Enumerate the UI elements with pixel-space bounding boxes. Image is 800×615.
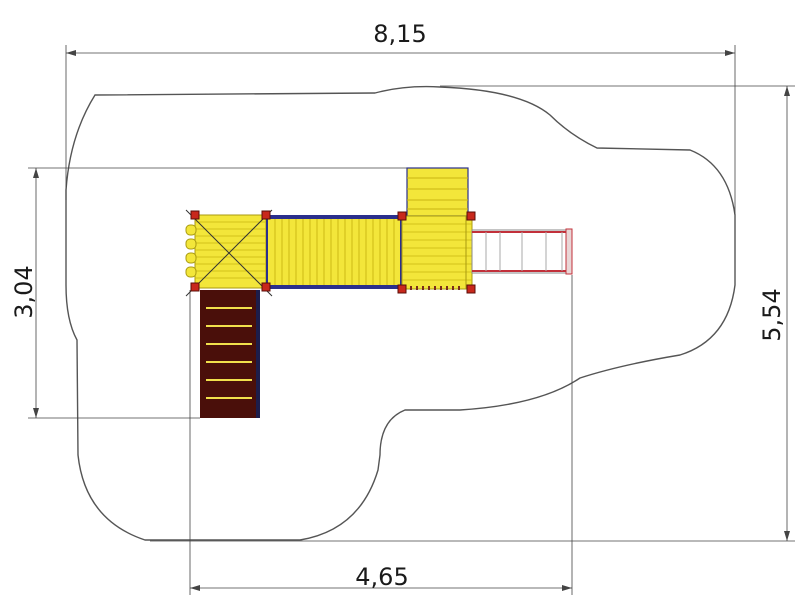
post	[190, 282, 200, 292]
post	[261, 210, 271, 220]
tower-right-railing-dots	[410, 286, 460, 290]
arrow-head-right	[725, 50, 735, 56]
play-structure	[185, 167, 573, 418]
tower-left	[185, 209, 273, 297]
post	[190, 210, 200, 220]
posts	[190, 210, 476, 294]
arrow-head-bottom	[784, 531, 790, 541]
post	[397, 211, 407, 221]
safety-zone-outline	[65, 85, 736, 541]
arrow-head-left	[66, 50, 76, 56]
arrow-head-top	[784, 86, 790, 96]
bridge	[266, 215, 402, 289]
upper-steps	[406, 167, 469, 217]
dimension-label-footprint-depth: 3,04	[10, 265, 38, 318]
climbing-wall-grips	[185, 224, 197, 278]
arrow-head-left	[190, 585, 200, 591]
arrow-head-top	[33, 168, 39, 178]
tower-right-deck	[401, 215, 473, 290]
dimension-footprint-depth: 3,04	[10, 167, 408, 419]
dimension-total-width: 8,15	[65, 20, 736, 215]
slide-exit-cap	[565, 228, 573, 275]
post	[466, 211, 476, 221]
post	[261, 282, 271, 292]
tower-right	[401, 167, 473, 290]
slide-section-lines	[485, 232, 563, 271]
ladder-rungs	[206, 307, 252, 399]
dimension-footprint-width: 4,65	[189, 275, 573, 595]
bridge-planks	[274, 219, 395, 285]
ladder-body	[200, 290, 258, 418]
slide	[471, 228, 573, 275]
post	[466, 284, 476, 294]
dimension-label-total-depth: 5,54	[758, 288, 786, 341]
bridge-deck	[268, 219, 400, 285]
roof-cross-line	[185, 209, 273, 297]
arrow-head-bottom	[33, 408, 39, 418]
dimension-label-footprint-width: 4,65	[355, 563, 408, 591]
ladder-side-rail	[256, 290, 260, 418]
arrow-head-right	[562, 585, 572, 591]
tower-left-planks	[195, 221, 266, 279]
slide-bed	[471, 229, 571, 274]
ladder	[200, 290, 260, 418]
tower-right-planks	[402, 223, 472, 281]
upper-step-lines	[407, 177, 468, 210]
dimension-label-total-width: 8,15	[373, 20, 426, 48]
dimension-total-depth: 5,54	[150, 85, 795, 542]
post	[397, 284, 407, 294]
